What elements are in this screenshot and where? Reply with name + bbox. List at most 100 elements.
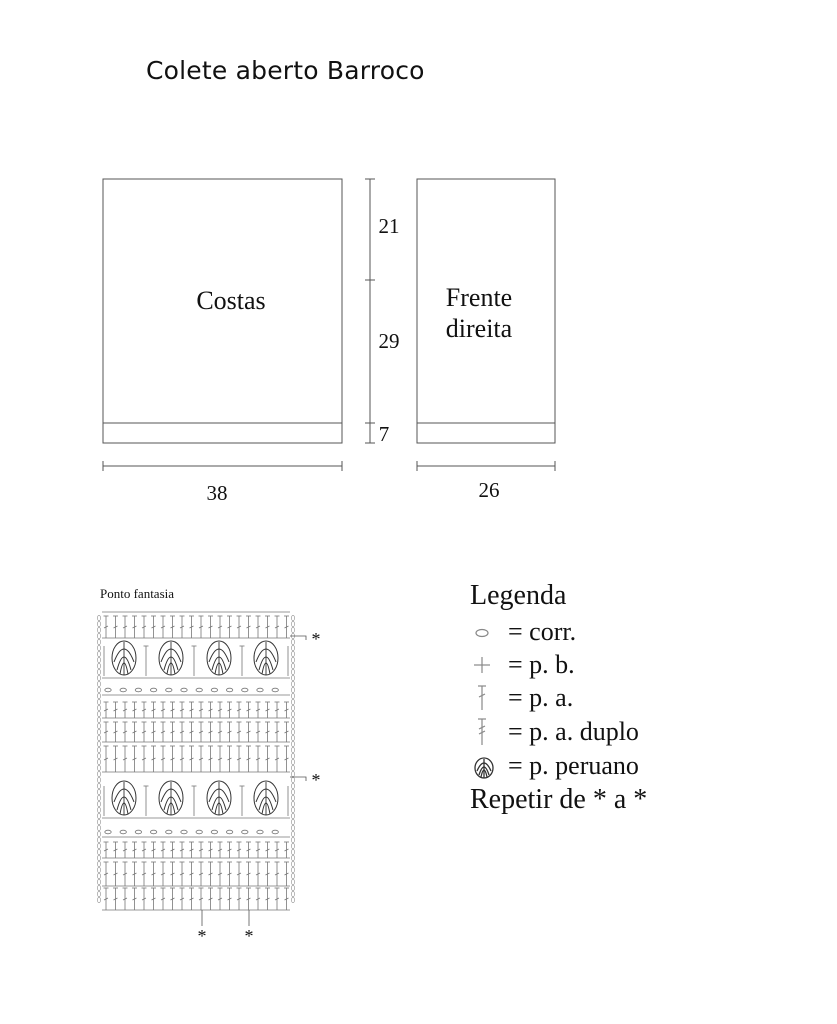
double-crochet-mark [103,872,109,876]
chain-mark [291,825,295,831]
chain-mark [97,759,101,765]
double-crochet-mark [179,848,185,852]
chain-mark [291,723,295,729]
chain-mark [291,759,295,765]
double-crochet-mark [227,897,232,901]
chain-mark [150,829,158,835]
double-crochet-mark [122,848,128,852]
double-crochet-mark [122,872,128,876]
chain-mark [165,829,173,835]
double-crochet-mark [198,848,204,852]
chain-mark [97,633,101,639]
double-crochet-mark [265,708,270,712]
back-width: 38 [207,481,228,505]
chain-mark [291,651,295,657]
double-crochet-mark [103,730,109,734]
double-crochet-mark [274,625,280,629]
chain-mark [291,807,295,813]
double-crochet-mark [122,730,128,734]
chain-mark [291,831,295,837]
chain-mark [97,843,101,849]
double-crochet-mark [274,708,280,712]
chart-label: Ponto fantasia [100,586,175,601]
chain-mark [291,615,295,621]
double-crochet-mark [170,625,175,629]
front-width: 26 [479,478,500,502]
chain-mark [291,705,295,711]
double-crochet-mark [198,757,204,761]
chain-mark [134,829,142,835]
chain-mark [97,735,101,741]
repeat-marker-bottom-left: * [198,926,207,946]
double-crochet-mark [141,708,147,712]
double-crochet-mark [103,848,109,852]
back-label: Costas [196,286,265,315]
double-crochet-mark [198,897,204,901]
double-crochet-mark [208,625,213,629]
chain-mark [97,831,101,837]
double-crochet-mark [189,872,194,876]
chain-mark [291,627,295,633]
double-crochet-mark [179,872,185,876]
double-crochet-mark [170,872,175,876]
legend-item: = p. a. [470,683,573,713]
chain-mark [97,879,101,885]
chain-mark [291,885,295,891]
double-crochet-mark [113,848,118,852]
double-crochet-mark [103,757,109,761]
double-crochet-mark [189,897,194,901]
legend-item: = p. b. [470,650,575,680]
chain-mark [291,753,295,759]
chain-mark [210,687,218,693]
chain-mark [97,825,101,831]
double-crochet-icon [478,685,486,710]
chain-mark [291,849,295,855]
chain-mark [97,807,101,813]
chain-mark [291,873,295,879]
repeat-marker-top: * [312,629,321,649]
chain-mark [291,663,295,669]
chain-mark [256,829,264,835]
double-crochet-mark [217,757,223,761]
double-crochet-mark [208,708,213,712]
front-label-line2: direita [446,314,513,343]
chain-mark [291,879,295,885]
double-crochet-mark [160,625,166,629]
chain-mark [97,795,101,801]
chain-mark [97,693,101,699]
double-crochet-mark [151,757,156,761]
legend-text: = p. a. [508,683,574,712]
chain-mark [97,849,101,855]
double-crochet-mark [141,897,147,901]
chain-mark [291,861,295,867]
chain-mark [291,777,295,783]
chain-mark [134,687,142,693]
chain-mark [291,801,295,807]
double-crochet-mark [274,730,280,734]
double-crochet-mark [284,625,289,629]
chain-mark [97,861,101,867]
chain-mark [241,829,249,835]
double-crochet-mark [160,708,166,712]
chain-mark [119,687,127,693]
chain-mark [97,897,101,903]
chain-mark [291,897,295,903]
chain-mark [165,687,173,693]
double-crochet-mark [265,625,270,629]
double-crochet-mark [255,897,261,901]
chain-mark [291,789,295,795]
double-crochet-mark [236,708,242,712]
double-crochet-mark [246,757,251,761]
double-crochet-mark [103,708,109,712]
back-piece-outline [102,178,343,444]
double-crochet-mark [160,730,166,734]
chain-mark [97,765,101,771]
double-crochet-mark [284,848,289,852]
double-crochet-mark [170,757,175,761]
double-crochet-mark [217,872,223,876]
front-label-line1: Frente [446,283,512,312]
chain-mark [241,687,249,693]
double-crochet-mark [141,625,147,629]
double-crochet-mark [217,848,223,852]
